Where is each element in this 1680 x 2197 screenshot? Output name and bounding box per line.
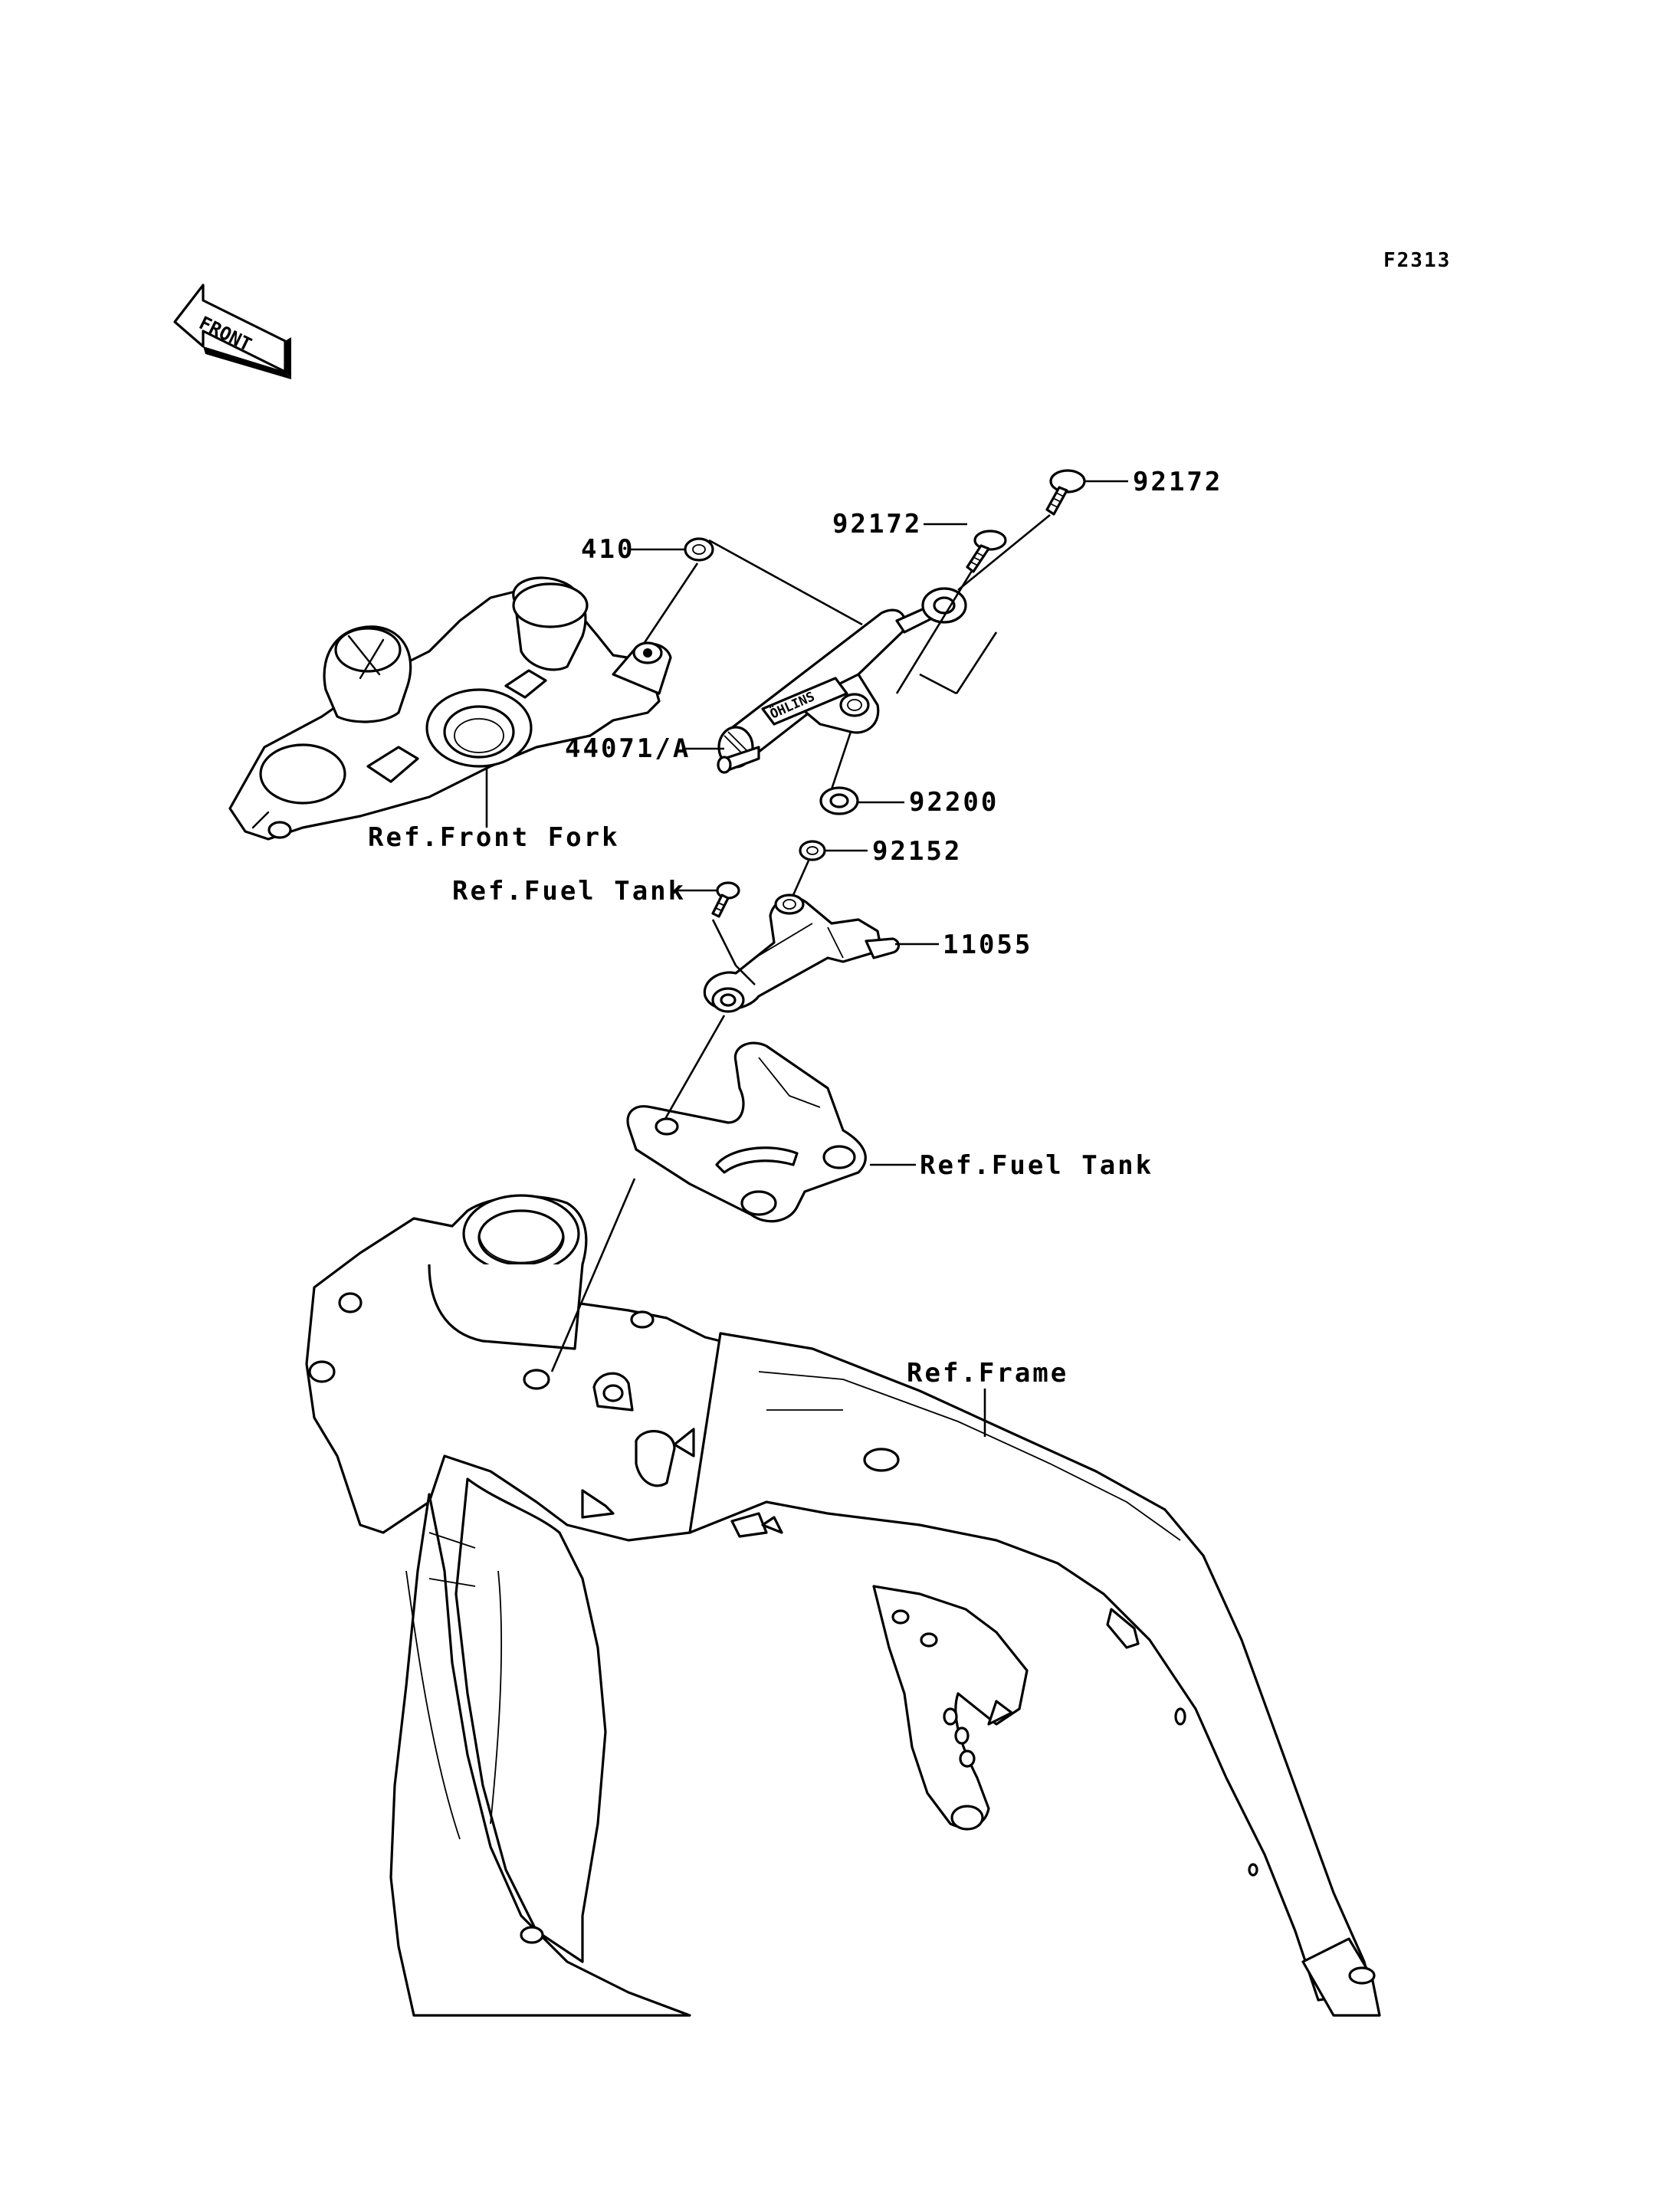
label-410: 410 bbox=[581, 534, 635, 565]
label-92172-b: 92172 bbox=[1133, 467, 1222, 497]
label-ref-fuel-tank-plate: Ref.Fuel Tank bbox=[920, 1150, 1153, 1181]
leader-lines bbox=[485, 480, 1128, 1437]
label-11055: 11055 bbox=[943, 930, 1032, 960]
label-92152: 92152 bbox=[872, 836, 962, 867]
label-ref-front-fork: Ref.Front Fork bbox=[368, 822, 620, 853]
label-44071-a: 44071/A bbox=[565, 733, 691, 764]
label-92200: 92200 bbox=[909, 787, 999, 818]
upper-triple-clamp bbox=[228, 576, 672, 841]
bracket-11055 bbox=[703, 894, 901, 1013]
label-ref-frame: Ref.Frame bbox=[907, 1358, 1068, 1389]
figure-id: F2313 bbox=[1383, 249, 1451, 272]
bolt-92172-a bbox=[966, 530, 1007, 573]
label-ref-fuel-tank-bolt: Ref.Fuel Tank bbox=[452, 876, 686, 907]
motorcycle-frame bbox=[305, 1194, 1381, 2017]
steering-damper-44071: ÖHLINS bbox=[717, 587, 967, 774]
front-direction-arrow-icon: FRONT bbox=[173, 284, 291, 379]
fuel-tank-mount-plate bbox=[626, 1041, 867, 1223]
collar-410 bbox=[684, 537, 714, 562]
bolt-92172-b bbox=[1045, 469, 1086, 516]
label-92172-a: 92172 bbox=[832, 509, 922, 539]
fuel-tank-bolt bbox=[711, 881, 740, 918]
washer-92200 bbox=[819, 786, 859, 815]
collar-92152 bbox=[799, 840, 826, 861]
